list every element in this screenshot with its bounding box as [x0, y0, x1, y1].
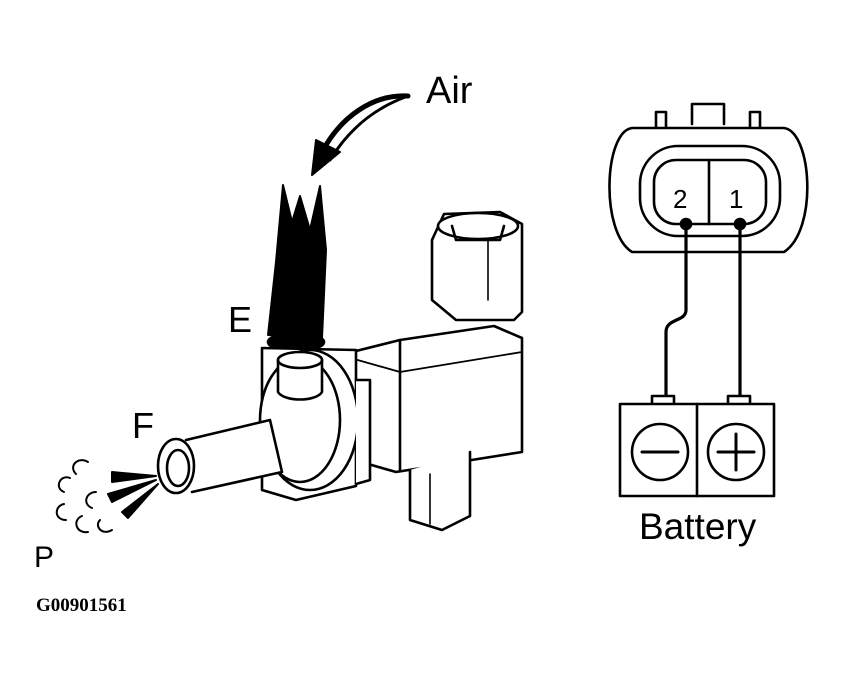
figure-code: G00901561	[36, 595, 127, 616]
air-hose-e	[266, 184, 327, 353]
terminal-2-label: 2	[673, 184, 687, 214]
air-flow-arrow	[311, 93, 411, 176]
air-label: Air	[426, 70, 473, 112]
port-f-label: F	[132, 405, 154, 446]
battery-negative-terminal	[630, 422, 690, 482]
battery	[618, 394, 776, 498]
vsv-valve-body	[156, 210, 524, 532]
battery-label: Battery	[639, 506, 757, 547]
electrical-connector	[608, 102, 809, 254]
port-e-label: E	[228, 299, 253, 340]
port-p-label: P	[34, 541, 55, 574]
test-leads	[664, 226, 742, 402]
battery-positive-terminal	[706, 422, 766, 482]
terminal-1-label: 1	[729, 184, 743, 214]
air-exhaust-puff	[55, 459, 159, 534]
